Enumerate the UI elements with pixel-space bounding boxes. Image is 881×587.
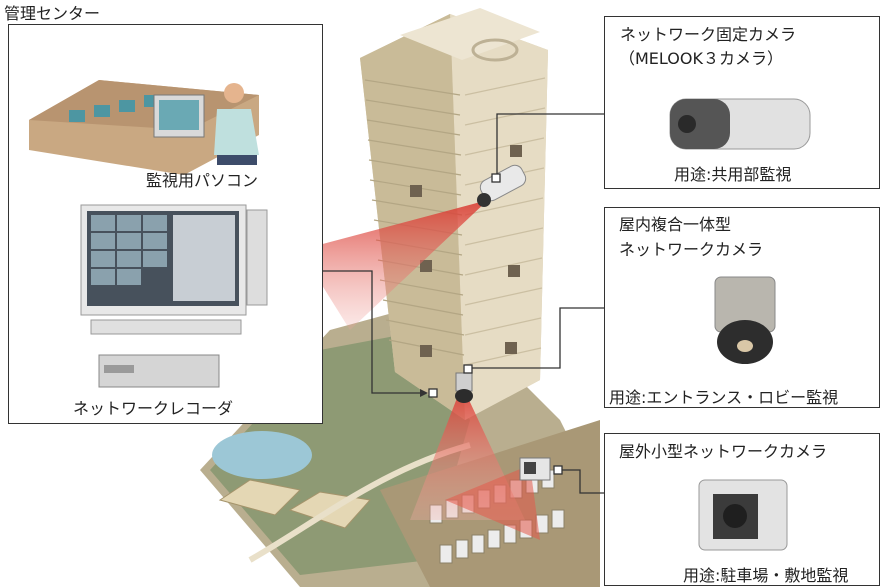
- outdoor-camera-panel: 屋外小型ネットワークカメラ 用途:駐車場・敷地監視: [604, 433, 880, 586]
- pc-label: 監視用パソコン: [146, 171, 259, 190]
- fixed-camera-on-building: [477, 164, 527, 207]
- monitoring-room-illustration: [29, 80, 268, 388]
- fixed-camera-use: 用途:共用部監視: [674, 165, 792, 184]
- connector-node: [463, 364, 473, 374]
- fixed-camera-view-cone: [300, 200, 488, 330]
- dome-camera-image: [714, 276, 776, 364]
- management-center-panel: 監視用パソコン ネットワークレコーダ: [8, 24, 323, 424]
- fixed-camera-title: ネットワーク固定カメラ: [620, 25, 797, 44]
- connector-dome-camera: [471, 307, 604, 369]
- connector-fixed-camera: [496, 113, 604, 178]
- dome-camera-use: 用途:エントランス・ロビー監視: [609, 388, 839, 407]
- connector-node: [491, 173, 501, 183]
- connector-node: [428, 388, 438, 398]
- dome-camera-on-building: [455, 372, 473, 403]
- dome-camera-title: 屋内複合一体型: [619, 215, 732, 234]
- recorder-label: ネットワークレコーダ: [73, 399, 234, 418]
- outdoor-camera-on-building: [519, 457, 551, 481]
- connector-node: [553, 465, 563, 475]
- arrow-head: [420, 389, 428, 397]
- management-center-title: 管理センター: [4, 4, 101, 23]
- fixed-camera-image: [669, 98, 811, 150]
- fixed-camera-panel: ネットワーク固定カメラ （MELOOK３カメラ） 用途:共用部監視: [604, 16, 880, 189]
- outdoor-camera-use: 用途:駐車場・敷地監視: [683, 566, 849, 585]
- fixed-camera-subtitle: （MELOOK３カメラ）: [619, 49, 783, 68]
- connector-management: [323, 270, 422, 394]
- connector-outdoor-camera: [560, 469, 604, 494]
- outdoor-camera-image: [698, 479, 788, 551]
- outdoor-camera-title: 屋外小型ネットワークカメラ: [619, 442, 828, 461]
- dome-camera-panel: 屋内複合一体型 ネットワークカメラ 用途:エントランス・ロビー監視: [604, 207, 880, 408]
- dome-camera-subtitle: ネットワークカメラ: [619, 240, 764, 259]
- outdoor-camera-view-cone: [445, 465, 540, 540]
